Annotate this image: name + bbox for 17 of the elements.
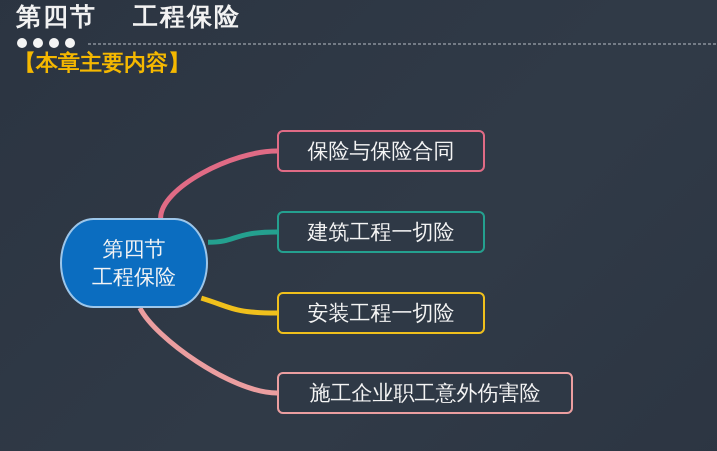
- topic-box: [277, 130, 485, 172]
- central-topic: [60, 218, 208, 308]
- topic-box: [277, 292, 485, 334]
- topic-text: 第四节: [102, 236, 166, 263]
- topic-text: 工程保险: [92, 264, 176, 291]
- topic-text: 安装工程一切险: [308, 300, 454, 327]
- topic-text: 建筑工程一切险: [308, 219, 454, 246]
- branch-line: [158, 148, 278, 218]
- slide-title: 第四节 工程保险: [16, 3, 241, 33]
- branch-line: [200, 296, 278, 316]
- topic-text: 施工企业职工意外伤害险: [310, 380, 540, 407]
- topic-box: [277, 211, 485, 253]
- branch-line: [138, 306, 278, 396]
- topic-text: 保险与保险合同: [308, 138, 454, 165]
- branch-line: [208, 230, 278, 245]
- topic-box: [277, 372, 573, 414]
- section-heading: 【本章主要内容】: [14, 50, 190, 78]
